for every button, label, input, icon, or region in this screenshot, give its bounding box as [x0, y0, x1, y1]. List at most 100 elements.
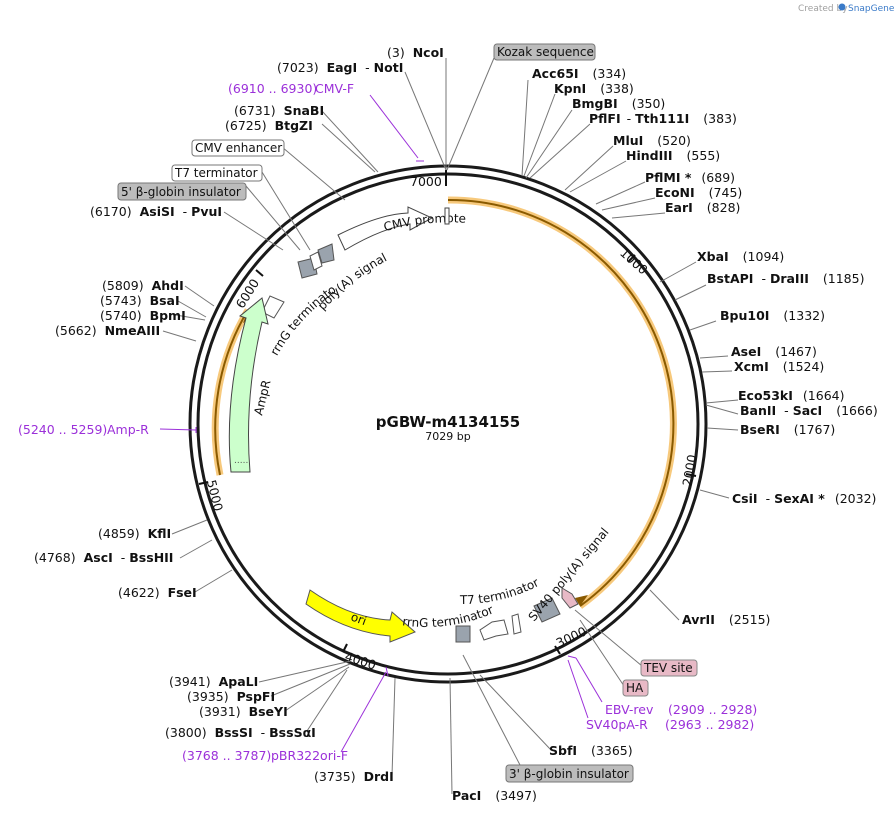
enzyme-hindiii[interactable]: HindIII(555) [626, 148, 720, 163]
plasmid-name: pGBW-m4134155 [376, 413, 520, 431]
svg-text:MluI(520): MluI(520) [613, 133, 691, 148]
svg-text:BanII-SacI(1666): BanII-SacI(1666) [740, 403, 878, 418]
ampr-outer-arc[interactable] [214, 309, 249, 476]
svg-text:(2963 .. 2982): (2963 .. 2982) [665, 717, 754, 732]
enzyme-kfli[interactable]: (4859)KflI [98, 526, 171, 541]
enzyme-bpmi[interactable]: (5740)BpmI [100, 308, 186, 323]
enzyme-snabi[interactable]: (6731)SnaBI [234, 103, 324, 118]
enzyme-mlui[interactable]: MluI(520) [613, 133, 691, 148]
enzyme-eari[interactable]: EarI(828) [665, 200, 740, 215]
svg-text:5000: 5000 [204, 478, 226, 513]
svg-text:CMV-F: CMV-F [315, 81, 354, 96]
sv40-block[interactable] [533, 597, 561, 623]
enzyme-xbai[interactable]: XbaI(1094) [697, 249, 784, 264]
backbone-outer-circle [188, 164, 708, 684]
enzyme-nmeaiii[interactable]: (5662)NmeAIII [55, 323, 160, 338]
tev-site-block[interactable] [561, 587, 579, 609]
primer-ebv-rev[interactable]: EBV-rev (2909 .. 2928) [605, 702, 757, 717]
svg-text:PflFI-Tth111I(383): PflFI-Tth111I(383) [589, 111, 737, 126]
orf-arrowhead [575, 595, 588, 606]
globin5-box[interactable]: 5' β-globin insulator [117, 182, 247, 201]
enzyme-banii-saci[interactable]: BanII-SacI(1666) [740, 403, 878, 418]
svg-text:BstAPI-DraIII(1185): BstAPI-DraIII(1185) [707, 271, 864, 286]
enzyme-pflfi-tth111i[interactable]: PflFI-Tth111I(383) [589, 111, 737, 126]
svg-text:(5240 .. 5259): (5240 .. 5259) [18, 422, 107, 437]
svg-text:(3941)ApaLI: (3941)ApaLI [169, 674, 258, 689]
svg-text:Acc65I(334): Acc65I(334) [532, 66, 626, 81]
enzyme-bseri[interactable]: BseRI(1767) [740, 422, 835, 437]
primer-cmv-f[interactable]: (6910 .. 6930) CMV-F [228, 81, 354, 96]
svg-text:EcoNI(745): EcoNI(745) [655, 185, 742, 200]
enzyme-acc65i[interactable]: Acc65I(334) [532, 66, 626, 81]
t7-bottom-small-arrow [511, 613, 522, 635]
enzyme-xcmi[interactable]: XcmI(1524) [734, 359, 824, 374]
enzyme-econi[interactable]: EcoNI(745) [655, 185, 742, 200]
enzyme-bsai[interactable]: (5743)BsaI [100, 293, 180, 308]
enzyme-bseyi[interactable]: (3931)BseYI [199, 704, 288, 719]
primer-sv40pa-r[interactable]: SV40pA-R (2963 .. 2982) [586, 717, 754, 732]
enzyme-bmgbi[interactable]: BmgBI(350) [572, 96, 665, 111]
orf-arc[interactable] [447, 198, 675, 607]
enzyme-asei[interactable]: AseI(1467) [731, 344, 817, 359]
ha-box[interactable]: HA [622, 679, 649, 697]
enzyme-drdi[interactable]: (3735)DrdI [314, 769, 394, 784]
enzyme-btgzi[interactable]: (6725)BtgZI [225, 118, 313, 133]
enzyme-bstapi-draiii[interactable]: BstAPI-DraIII(1185) [707, 271, 864, 286]
enzyme-pspfi[interactable]: (3935)PspFI [187, 689, 275, 704]
svg-text:5' β-globin insulator: 5' β-globin insulator [121, 185, 241, 199]
svg-text:BseRI(1767): BseRI(1767) [740, 422, 835, 437]
rrng-bottom-label: rrnG terminator [402, 603, 496, 630]
svg-text:(6725)BtgZI: (6725)BtgZI [225, 118, 313, 133]
primer-pbr322ori-f[interactable]: (3768 .. 3787) pBR322ori-F [182, 748, 348, 763]
enzyme-avrii[interactable]: AvrII(2515) [682, 612, 770, 627]
svg-text:(5809)AhdI: (5809)AhdI [102, 278, 184, 293]
ampr-arrow[interactable] [228, 297, 269, 473]
enzyme-ahdi[interactable]: (5809)AhdI [102, 278, 184, 293]
primer-leaders [159, 94, 603, 753]
ori-arrow[interactable] [305, 589, 416, 643]
enzyme-apali[interactable]: (3941)ApaLI [169, 674, 258, 689]
svg-text:7000: 7000 [410, 174, 442, 189]
enzyme-kpni[interactable]: KpnI(338) [554, 81, 634, 96]
enzyme-paci[interactable]: PacI(3497) [452, 788, 537, 803]
t7-bottom-arrow[interactable] [479, 619, 509, 641]
svg-text:XbaI(1094): XbaI(1094) [697, 249, 784, 264]
svg-text:3000: 3000 [554, 624, 589, 651]
globin3-box[interactable]: 3' β-globin insulator [505, 764, 634, 783]
tev-site-box[interactable]: TEV site [640, 659, 698, 677]
svg-text:AseI(1467): AseI(1467) [731, 344, 817, 359]
enzyme-bpu10i[interactable]: Bpu10I(1332) [720, 308, 825, 323]
enzyme-ncoi[interactable]: (3)NcoI [387, 45, 444, 60]
svg-text:SV40pA-R: SV40pA-R [586, 717, 648, 732]
rrng-top-arrow[interactable] [261, 295, 285, 319]
enzyme-eagi-noti[interactable]: (7023)EagI-NotI [277, 60, 403, 75]
enzyme-sbfi[interactable]: SbfI(3365) [549, 743, 633, 758]
svg-text:(3768 .. 3787): (3768 .. 3787) [182, 748, 271, 763]
cmv-promoter-arrow[interactable] [337, 206, 434, 251]
kozak-box[interactable]: Kozak sequence [493, 43, 596, 61]
t7-terminator-top-box[interactable]: T7 terminator [171, 164, 263, 182]
polya-top-block[interactable] [317, 243, 335, 264]
enzyme-pflmi[interactable]: PflMI *(689) [645, 170, 735, 185]
svg-text:(6910 .. 6930): (6910 .. 6930) [228, 81, 317, 96]
svg-text:CsiI-SexAI *(2032): CsiI-SexAI *(2032) [732, 491, 876, 506]
enzyme-fsei[interactable]: (4622)FseI [118, 585, 197, 600]
svg-text:(6170)AsiSI-PvuI: (6170)AsiSI-PvuI [90, 204, 222, 219]
svg-text:(5740)BpmI: (5740)BpmI [100, 308, 186, 323]
svg-text:(4859)KflI: (4859)KflI [98, 526, 171, 541]
primer-amp-r[interactable]: (5240 .. 5259) Amp-R [18, 422, 149, 437]
svg-text:Amp-R: Amp-R [107, 422, 149, 437]
enzyme-eco53ki[interactable]: Eco53kI(1664) [738, 388, 844, 403]
enzyme-bsssi[interactable]: (3800)BssSI-BssSαI [165, 725, 316, 740]
svg-text:KpnI(338): KpnI(338) [554, 81, 634, 96]
svg-text:(3935)PspFI: (3935)PspFI [187, 689, 275, 704]
watermark-prefix: Created by [798, 4, 848, 14]
svg-text:(5662)NmeAIII: (5662)NmeAIII [55, 323, 160, 338]
enzyme-asci-bsshii[interactable]: (4768)AscI-BssHII [34, 550, 173, 565]
rrng-bottom-block[interactable] [455, 625, 471, 643]
cmv-enhancer-box[interactable]: CMV enhancer [191, 139, 285, 157]
enzyme-csii-sexai[interactable]: CsiI-SexAI *(2032) [732, 491, 876, 506]
enzyme-asisi-pvui[interactable]: (6170)AsiSI-PvuI [90, 204, 222, 219]
svg-text:Eco53kI(1664): Eco53kI(1664) [738, 388, 844, 403]
